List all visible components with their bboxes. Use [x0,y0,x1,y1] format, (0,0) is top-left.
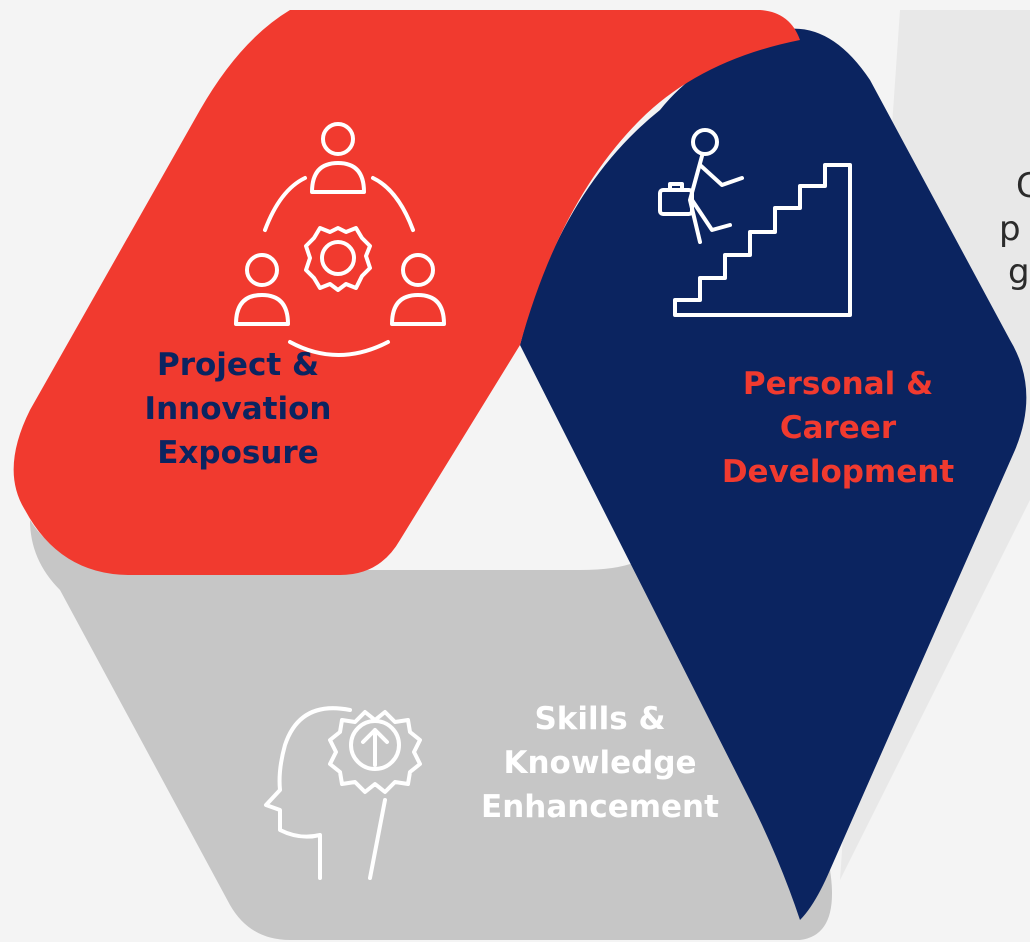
head-gear-icon [264,706,422,880]
cropped-side-text: G p g [996,165,1030,294]
segment-label-line: Skills & [534,701,666,737]
side-text-line: G [1016,166,1030,206]
segment-label-line: Knowledge [503,745,697,781]
band-project [13,10,801,575]
side-text-line: p [999,209,1021,249]
segment-label-line: Innovation [144,391,332,427]
career-stairs-icon [658,128,852,317]
team-gear-icon [234,122,446,357]
segment-label-line: Project & [157,347,319,383]
segment-label-line: Personal & [742,366,934,402]
side-text-line: g [1008,252,1030,292]
segment-label-project: Project & Innovation Exposure [108,343,368,475]
segment-label-line: Enhancement [481,789,719,825]
band-career [520,28,1027,921]
segment-label-line: Career [779,410,897,446]
segment-label-line: Development [721,454,955,490]
segment-label-line: Exposure [157,435,319,471]
segment-label-career: Personal & Career Development [688,362,988,494]
band-skills [30,520,832,940]
segment-label-skills: Skills & Knowledge Enhancement [450,697,750,829]
